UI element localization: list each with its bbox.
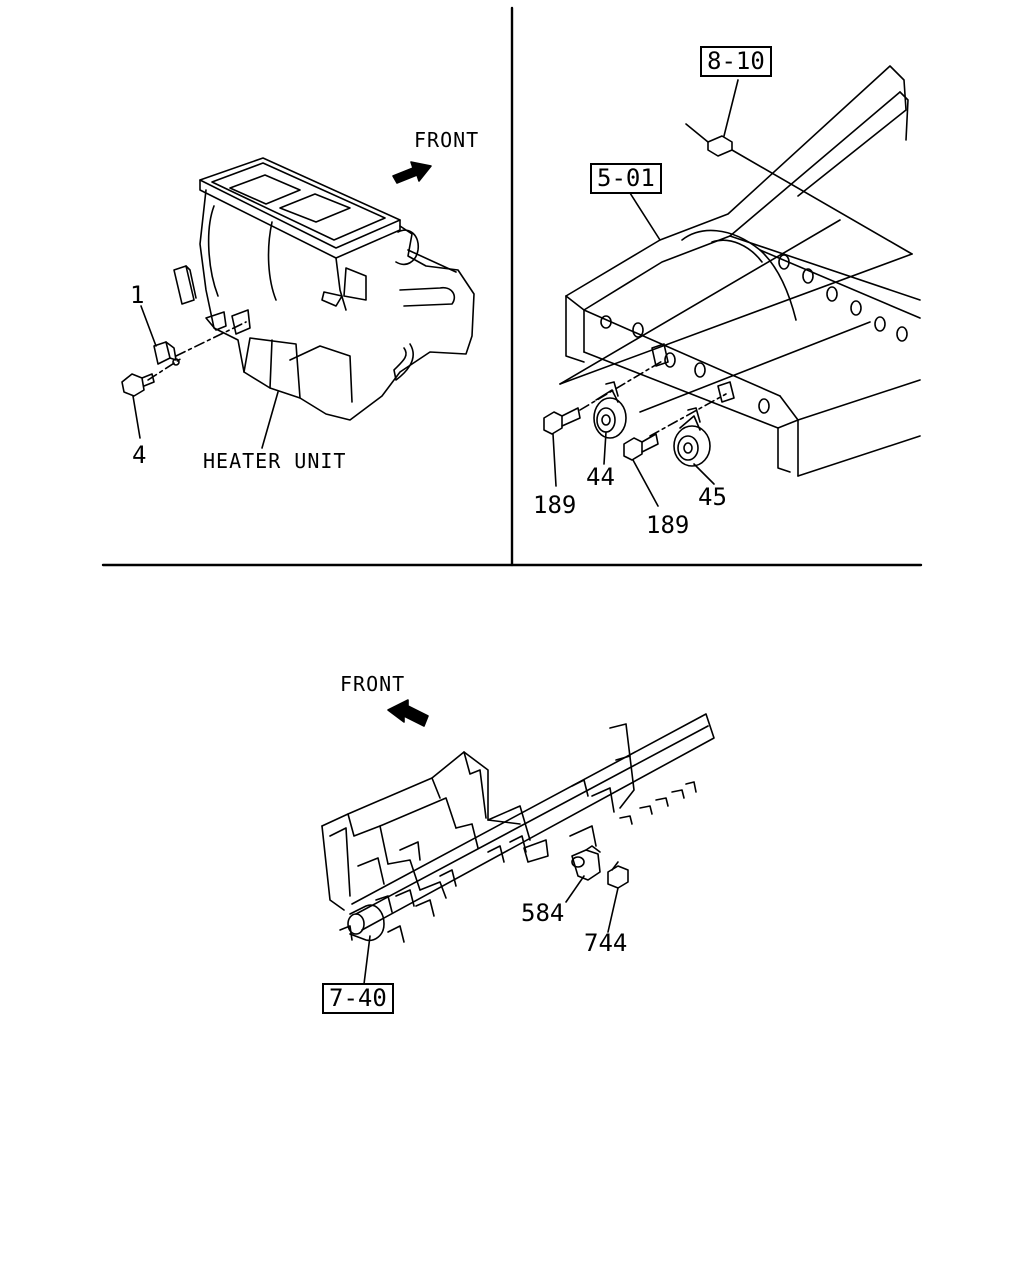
callout-45: 45 [698,483,727,511]
bolt-189-icon [624,434,658,460]
callout-189: 189 [533,491,577,519]
screw-part-icon [122,374,144,396]
callout-189: 189 [646,511,690,539]
callout-584: 584 [521,899,565,927]
ref-box-5-01: 5-01 [590,163,662,194]
ref-box-8-10: 8-10 [700,46,772,77]
callout-4: 4 [132,441,147,469]
front-label: FRONT [414,128,480,152]
front-arrow-icon [388,700,428,726]
part-584-icon [572,846,600,880]
component-7-40-icon [340,896,392,940]
callout-744: 744 [584,929,628,957]
front-label: FRONT [340,672,406,696]
front-arrow-icon [393,162,431,183]
horn-44-icon [594,382,626,438]
bolt-189-icon [544,408,580,434]
heater-unit-label: HEATER UNIT [203,449,347,473]
callout-1: 1 [130,281,145,309]
horn-45-icon [674,408,710,466]
horn-frame-drawing [544,66,920,506]
callout-44: 44 [586,463,615,491]
bottom-frame-drawing [322,700,714,984]
ref-box-7-40: 7-40 [322,983,394,1014]
part-744-icon [608,862,628,888]
heater-unit-drawing [122,158,474,448]
